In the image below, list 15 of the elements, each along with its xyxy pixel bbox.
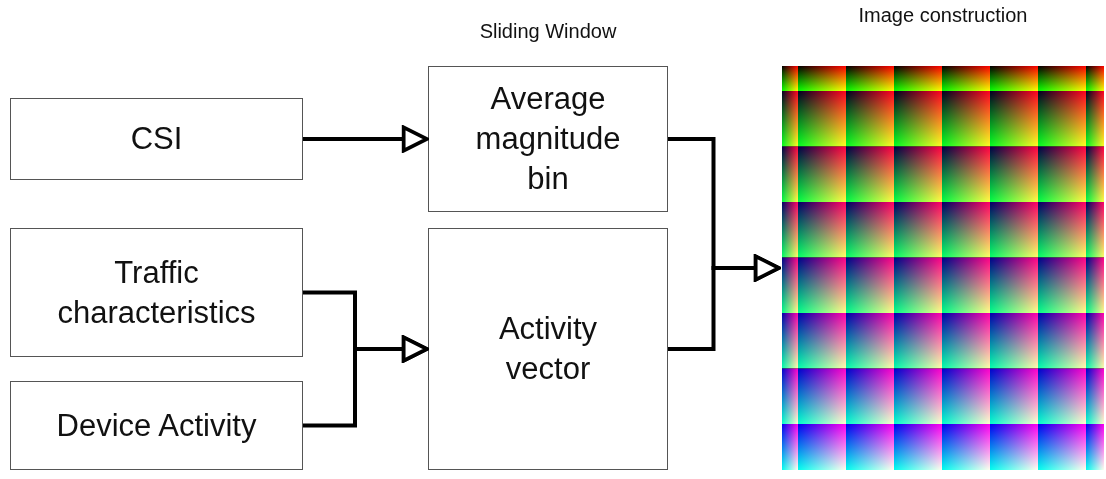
box-label: Device Activity xyxy=(56,406,257,445)
box-label: CSI xyxy=(130,120,183,158)
box-label: Traffic characteristics xyxy=(56,253,257,332)
box-label: Activity vector xyxy=(497,310,599,388)
image-heading: Image construction xyxy=(857,4,1029,27)
process-box xyxy=(428,228,668,470)
process-box xyxy=(10,98,303,180)
process-box xyxy=(10,381,303,470)
stage-heading: Sliding Window xyxy=(478,20,618,43)
box-label: Average magnitude bin xyxy=(474,80,622,198)
process-box xyxy=(10,228,303,357)
arrow xyxy=(668,254,781,351)
arrow xyxy=(303,335,429,428)
arrow xyxy=(303,125,429,153)
process-box xyxy=(428,66,668,212)
